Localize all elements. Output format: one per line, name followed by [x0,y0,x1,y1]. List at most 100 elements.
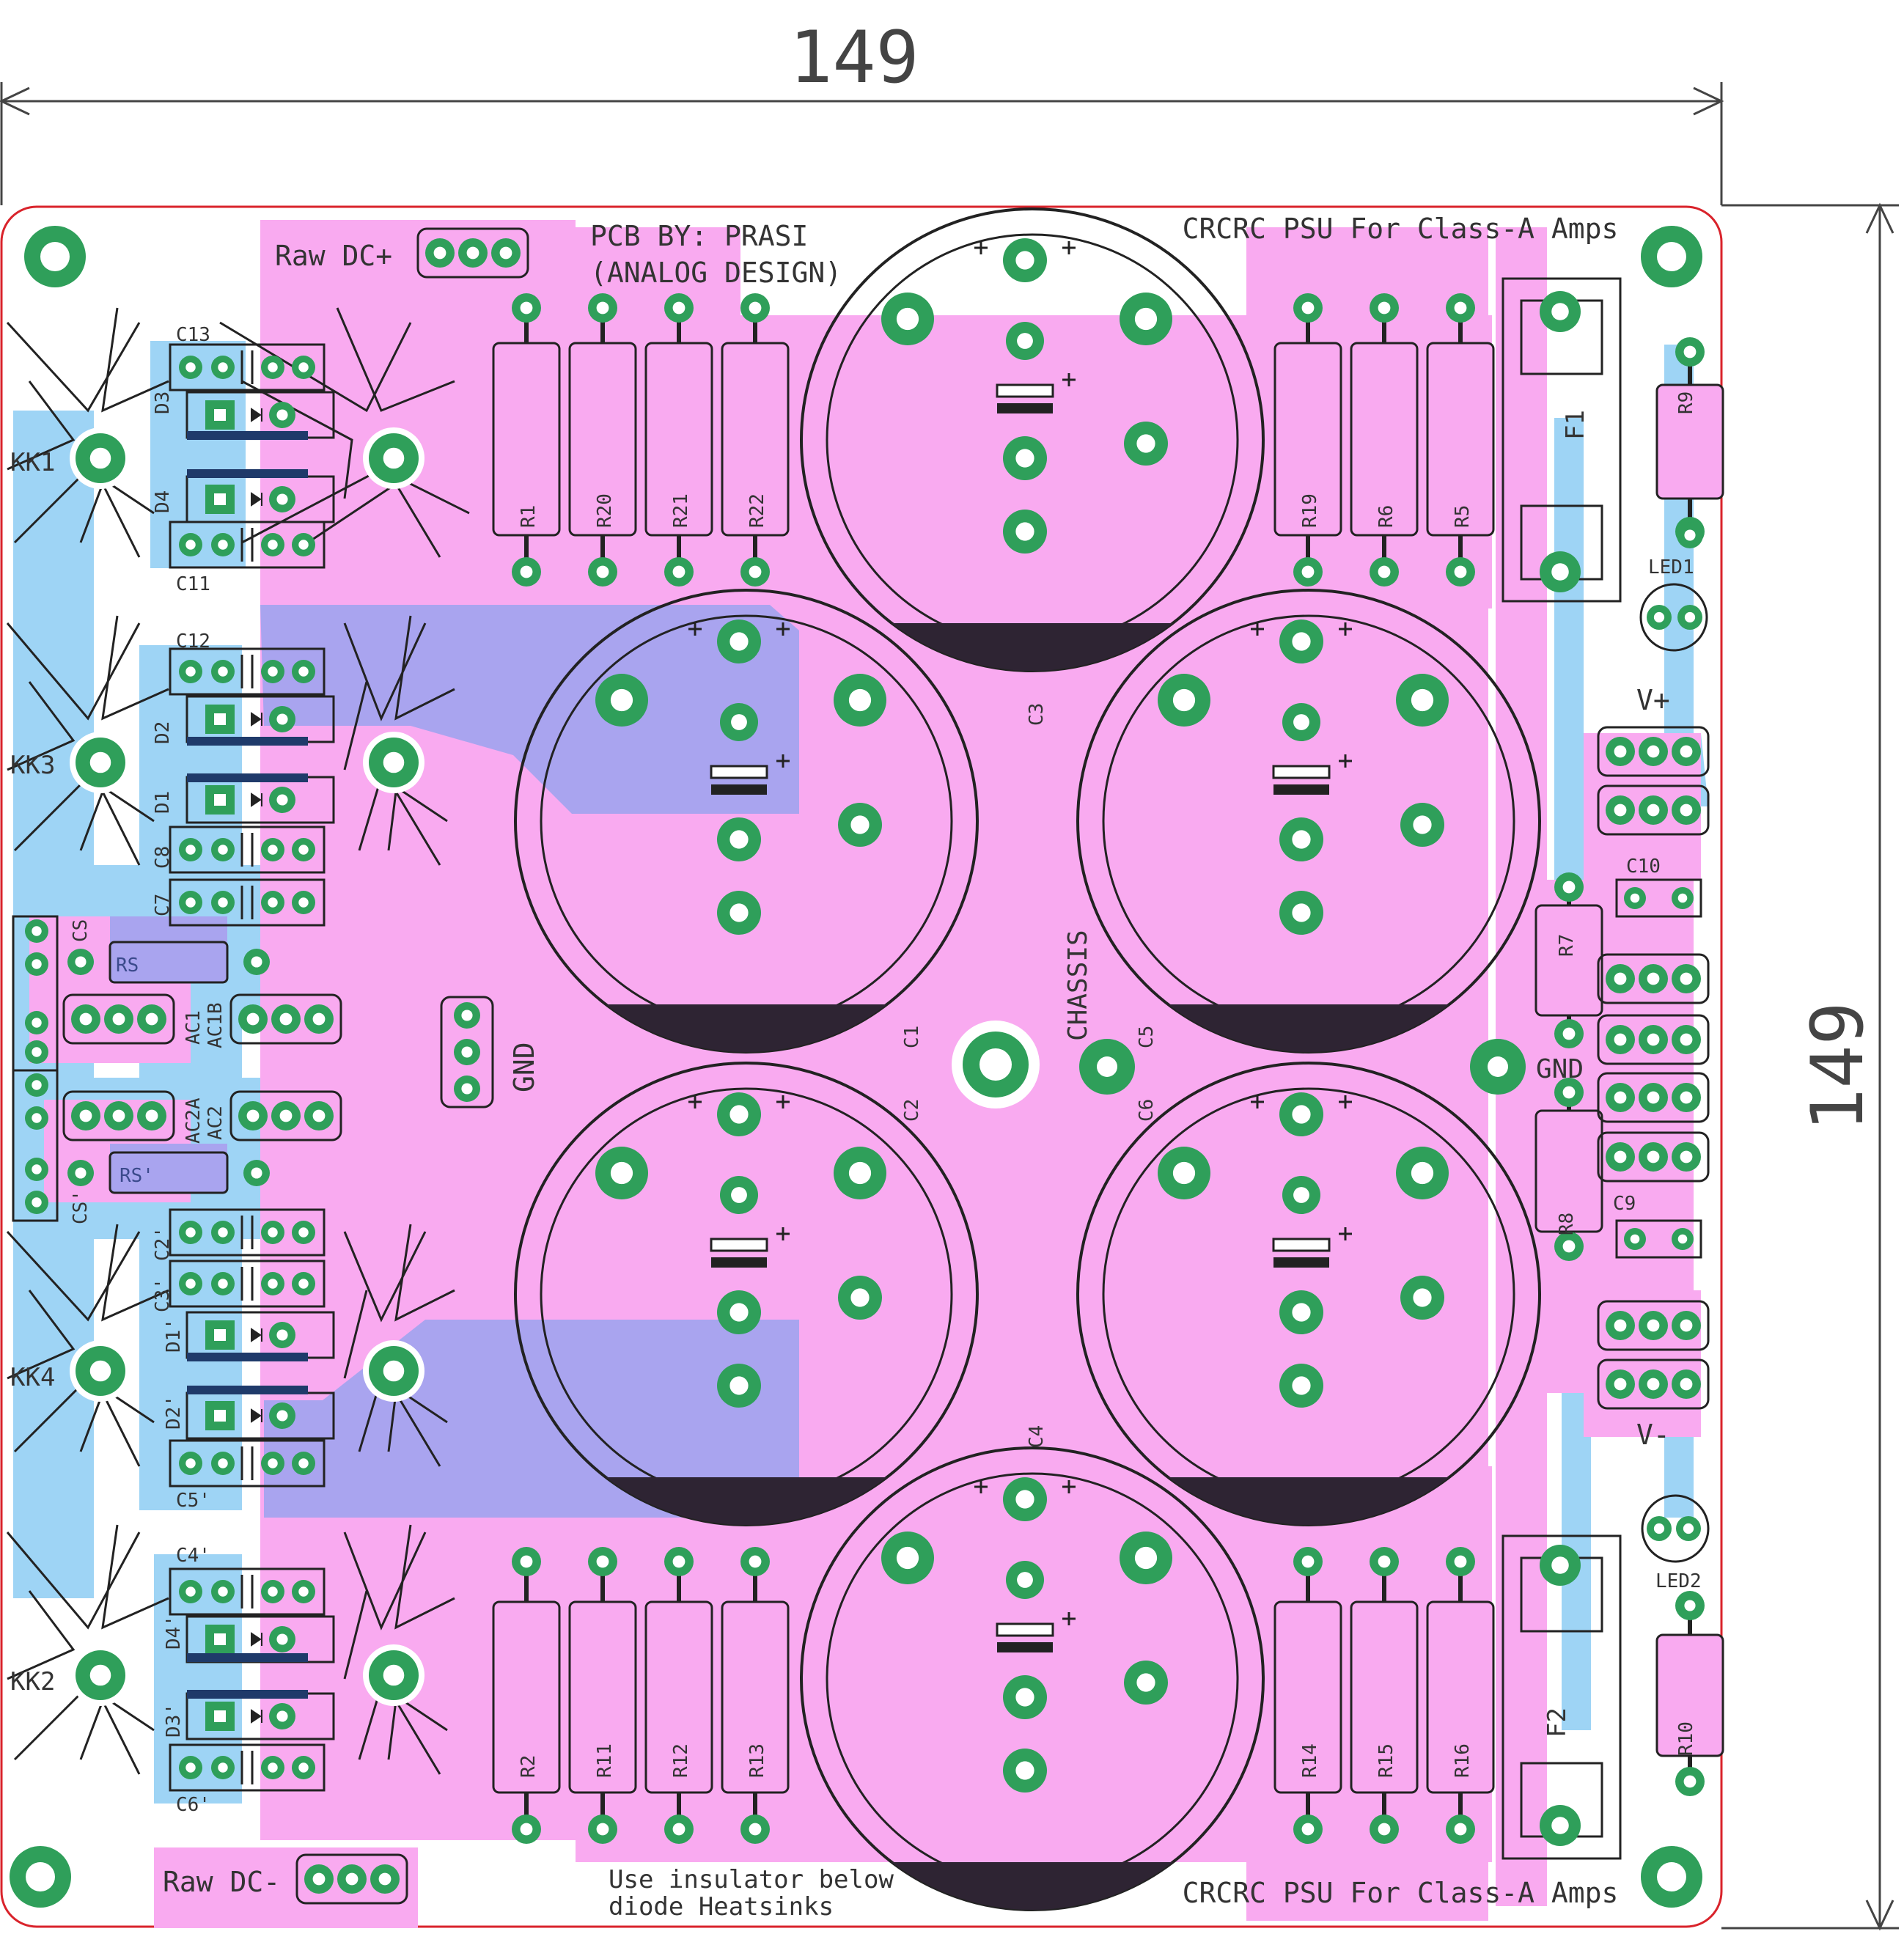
pad-drill [1301,301,1315,315]
res-label-r5: R5 [1452,505,1474,528]
resistor-bottom-2 [644,1547,713,1844]
ac-label-ac1: AC1 [183,1010,205,1045]
chassis-hole [952,1021,1040,1108]
insulator-note-2: diode Heatsinks [609,1892,834,1922]
pad-drill [185,845,196,855]
diode-label-d2p: D2' [163,1395,185,1430]
diode-label-d1p: D1' [163,1318,185,1353]
component-outline [169,521,326,569]
cap-c11 [169,521,326,569]
pad-drill [433,246,446,260]
pad-drill [1551,303,1569,320]
resistor-top-6 [1426,293,1495,587]
header-outline [1597,1300,1710,1351]
pad-drill [185,1586,196,1597]
insulator-note-1: Use insulator below [609,1865,894,1894]
pad-drill [246,1109,260,1122]
resistor-r7 [1534,872,1603,1048]
resistor-top-2 [644,293,713,587]
cap-label-c9: C9 [1613,1193,1636,1215]
pad-drill [731,1187,747,1203]
header-raw-dc-minus [295,1853,408,1905]
pad-drill [1680,804,1693,817]
pad-drill [276,1410,288,1422]
pad-drill [1454,1823,1467,1836]
pad-drill [1017,1572,1033,1588]
pad-drill [298,1762,309,1773]
mount-hole-br [1641,1846,1702,1908]
plus-mark [974,1480,988,1493]
header-outline [1597,1358,1710,1410]
pad-drill [1136,1673,1155,1692]
pad-drill [1562,1240,1576,1253]
pad-drill [312,1872,326,1886]
cap-symbol [240,1575,254,1608]
cap-symbol-plate-neg [1273,784,1329,795]
heatsink-label-kk3: KK3 [10,751,55,780]
header-outline [1597,1072,1710,1123]
pad-drill [1411,688,1434,712]
pad-drill [729,632,749,651]
pad-drill [276,1633,288,1645]
c6-pad [1079,1039,1135,1095]
resistors [492,293,1724,1844]
component-outline [169,1743,326,1792]
diode-heatsink-tab [187,773,308,782]
header-outline [1597,953,1710,1004]
cs-components [12,915,270,1222]
cap-c4p [169,1567,326,1616]
pad-drill [1680,972,1693,985]
pad-drill [1653,1523,1665,1534]
pad-drill [298,1458,309,1468]
pad-drill [1293,714,1309,730]
pad-drill [383,447,405,469]
pad-drill [850,815,870,834]
pad-drill [520,301,533,315]
pad-drill [32,1197,42,1207]
res-label-r22: R22 [746,493,768,528]
diode-label-d3: D3 [152,391,174,414]
pad-drill [1680,1150,1693,1163]
pad-drill [185,362,196,372]
heatsink-kk2 [6,1524,455,1775]
pad-drill [32,1113,42,1123]
pad-drill [276,1329,288,1341]
cap-label-c5p: C5' [176,1490,210,1512]
big-cap-c2 [514,1062,979,1526]
pad-drill [461,1010,473,1021]
pad-drill [298,897,309,908]
cap-outline [1076,1062,1541,1526]
plus-mark [688,622,702,636]
cap-symbol-plate [1272,765,1331,779]
v-minus-label: V- [1636,1419,1670,1451]
pad-drill [1647,804,1660,817]
plus-mark [776,754,790,768]
pad-drill [383,1360,405,1382]
res-body [1534,904,1603,1017]
pad-drill [279,1109,293,1122]
resistor-top-5 [1350,293,1419,587]
pad-drill [1614,1033,1627,1046]
fuse-label-f1: F1 [1561,410,1590,440]
mount-hole-tl [24,226,86,287]
mounting-holes [10,226,1702,1908]
pad-drill [214,713,226,725]
pad-drill [218,1458,228,1468]
pad-drill [1134,307,1158,331]
pad-drill [298,845,309,855]
pad-drill [378,1872,392,1886]
res-body [644,342,713,537]
cap-polarity-band [606,1477,887,1525]
pad-drill [520,1555,533,1568]
pad-drill [731,714,747,730]
mount-hole-tr [1641,226,1702,287]
header-outline [229,993,342,1045]
pad-drill [185,1227,196,1238]
pad-drill [268,845,278,855]
cap-symbol-plate-neg [711,784,767,795]
pad-drill [1378,565,1391,578]
pad-drill [1614,745,1627,758]
pad-drill [1292,1105,1311,1124]
pad-drill [672,565,685,578]
diode-symbol [251,1709,262,1724]
